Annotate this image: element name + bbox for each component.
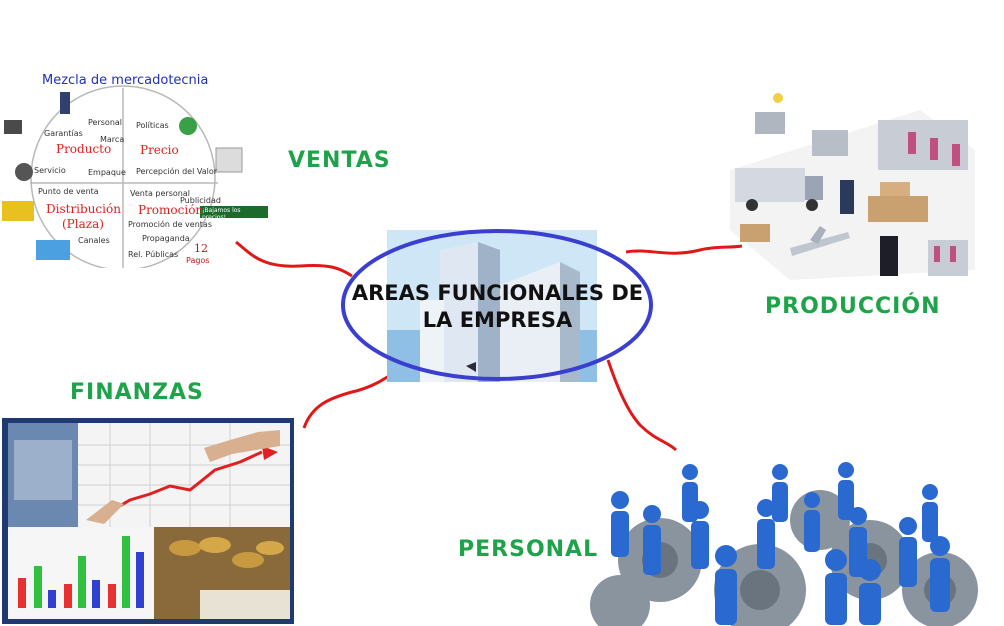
personnel-illustration [0, 0, 1004, 626]
